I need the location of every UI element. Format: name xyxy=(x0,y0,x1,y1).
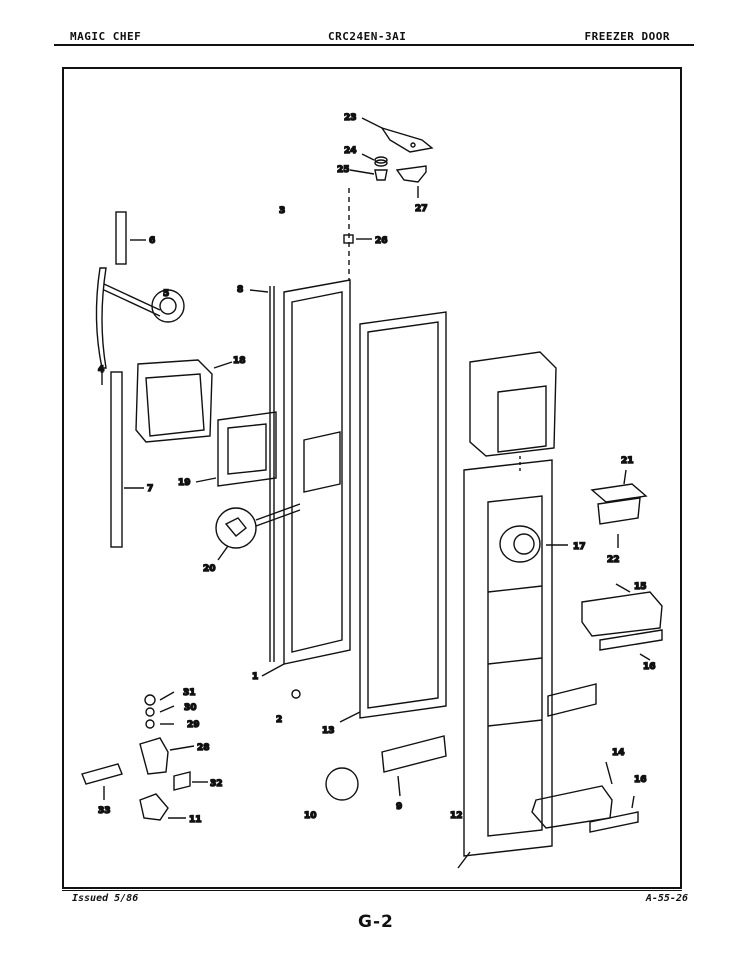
label-part-3: 3 xyxy=(279,206,285,216)
label-part-25: 25 xyxy=(337,165,350,175)
door-breaker-frame-part xyxy=(261,279,351,677)
door-bucket-part xyxy=(531,761,613,829)
label-part-16-lower: 16 xyxy=(634,775,647,785)
hinge-hardware-stack-part xyxy=(144,691,175,729)
label-part-15: 15 xyxy=(634,582,647,592)
label-part-6: 6 xyxy=(149,236,155,246)
label-part-29: 29 xyxy=(187,720,200,730)
label-part-12: 12 xyxy=(450,811,463,821)
label-part-14: 14 xyxy=(612,748,625,758)
label-part-16-upper: 16 xyxy=(643,662,656,672)
label-part-28: 28 xyxy=(197,743,210,753)
bottom-hinge-part xyxy=(139,737,195,775)
dispenser-lever-part xyxy=(215,503,301,561)
lever-actuator-part xyxy=(325,735,447,801)
header-section-title: FREEZER DOOR xyxy=(584,30,670,43)
toe-grille-part xyxy=(547,683,597,717)
cam-part xyxy=(139,793,186,821)
shelf-trim-part xyxy=(599,629,663,661)
label-part-22: 22 xyxy=(607,555,620,565)
bucket-trim-part xyxy=(589,795,639,833)
hinge-bracket-part xyxy=(173,771,208,791)
label-part-30: 30 xyxy=(184,703,197,713)
label-part-13: 13 xyxy=(322,726,335,736)
label-part-5: 5 xyxy=(163,289,169,299)
label-part-8: 8 xyxy=(237,285,243,295)
label-part-27: 27 xyxy=(415,204,428,214)
door-stop-part xyxy=(291,689,301,699)
door-shelf-bin-part xyxy=(581,583,663,637)
page-number: G-2 xyxy=(358,912,394,932)
label-part-33: 33 xyxy=(98,806,111,816)
label-part-31: 31 xyxy=(183,688,196,698)
label-part-10: 10 xyxy=(304,811,317,821)
dispenser-housing-part xyxy=(469,351,557,474)
label-part-32: 32 xyxy=(210,779,223,789)
label-part-23: 23 xyxy=(344,113,357,123)
footer-rule xyxy=(62,890,682,891)
hinge-pin-part xyxy=(349,169,388,181)
label-part-20: 20 xyxy=(203,564,216,574)
dispenser-chute-part xyxy=(590,469,648,548)
top-hinge-part xyxy=(361,117,434,153)
hinge-plate-part xyxy=(395,165,427,198)
ice-bin-part xyxy=(135,359,233,443)
dispenser-motor-part xyxy=(499,525,568,563)
label-part-21: 21 xyxy=(621,456,634,466)
label-part-17: 17 xyxy=(573,542,586,552)
ice-bin-cover-part xyxy=(195,411,277,487)
label-part-4: 4 xyxy=(98,365,104,375)
door-liner-rod-part xyxy=(249,286,275,662)
handle-trim-bottom-part xyxy=(110,371,144,548)
issued-date: Issued 5/86 xyxy=(72,893,139,904)
hinge-bushing-part xyxy=(343,234,372,244)
header-rule xyxy=(54,44,694,46)
label-part-1: 1 xyxy=(252,672,258,682)
diagram-frame xyxy=(62,67,682,889)
door-handle-part xyxy=(95,267,185,385)
door-outer-panel-part xyxy=(457,459,553,869)
label-part-11: 11 xyxy=(189,815,202,825)
label-part-26: 26 xyxy=(375,236,388,246)
hinge-base-part xyxy=(81,763,123,800)
label-part-18: 18 xyxy=(233,356,246,366)
label-part-24: 24 xyxy=(344,146,357,156)
header-brand: MAGIC CHEF xyxy=(70,30,142,43)
handle-trim-top-part xyxy=(115,211,146,265)
hinge-washer-part xyxy=(361,153,388,167)
header-model-number: CRC24EN-3AI xyxy=(328,30,407,43)
label-part-7: 7 xyxy=(147,484,153,494)
door-gasket-part xyxy=(339,311,447,723)
label-part-2: 2 xyxy=(276,715,282,725)
label-part-9: 9 xyxy=(396,802,402,812)
document-number: A-55-26 xyxy=(645,893,688,904)
label-part-19: 19 xyxy=(178,478,191,488)
